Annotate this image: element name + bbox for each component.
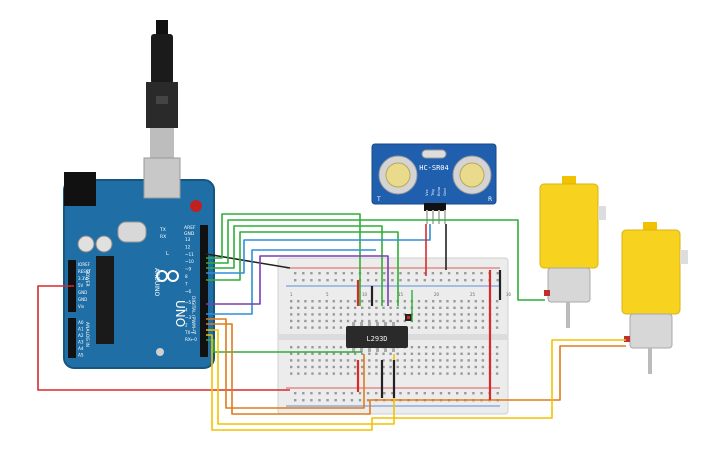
digital-pin-label: ~5	[185, 300, 192, 305]
breadboard-column-number: 10	[362, 292, 368, 297]
digital-pin-labels: 13 12 ~11 ~10 ~9 8 7 ~6 ~5 4 ~3 2TX→1RX←0	[184, 237, 197, 342]
digital-section-label: DIGITAL (PWM~)	[190, 296, 196, 334]
digital-pin-label: 4	[185, 308, 188, 313]
wire-orange-2	[206, 323, 626, 415]
breadboard-column-number: 5	[326, 292, 329, 297]
digital-pin-label: 7	[185, 281, 188, 286]
led-tx-label: TX	[159, 227, 166, 233]
power-pin-label: RESET	[78, 269, 91, 274]
analog-pin-label: A2	[78, 333, 84, 338]
wire-gnd	[205, 253, 291, 269]
digital-pin-label: 13	[185, 237, 191, 242]
breadboard-column-number: 30	[506, 292, 512, 297]
sensor-pin-leads	[426, 210, 446, 224]
power-pin-labels: IOREF RESET 3.3V 5V GND GND Vin	[78, 262, 91, 309]
digital-pin-label: 8	[185, 274, 188, 279]
sensor-corner-left: T	[376, 196, 381, 203]
led-l-label: L	[166, 251, 169, 257]
power-pin-label: GND	[78, 290, 87, 295]
arduino-brand: ARDUINO	[153, 268, 160, 297]
breadboard-column-number: 20	[434, 292, 440, 297]
breadboard-column-number: 15	[398, 292, 404, 297]
wire-blue-2	[206, 249, 376, 315]
analog-header	[68, 318, 76, 358]
led-rx-label: RX	[160, 234, 166, 240]
wire-purple	[206, 255, 389, 306]
sensor-corner-right: R	[488, 196, 492, 203]
hc-sr04-sensor: HC-SR04 T R	[371, 143, 497, 224]
wire-green-2	[206, 219, 545, 301]
wire-yellow-1	[206, 329, 395, 425]
digital-pin-label: ~6	[185, 289, 192, 294]
power-pin-label: 5V	[78, 283, 84, 288]
wire-orange-1	[206, 318, 365, 409]
power-pin-label: Vin	[78, 304, 85, 309]
analog-pin-label: A4	[78, 346, 84, 351]
atmega-chip	[96, 256, 114, 344]
digital-pin-label: ~9	[185, 267, 192, 272]
sensor-label: HC-SR04	[419, 164, 449, 172]
sensor-pin-label: Vcc	[424, 189, 429, 196]
analog-section-label: ANALOG IN	[84, 322, 90, 347]
digital-header	[200, 225, 208, 357]
digital-pin-label: ~10	[185, 259, 194, 264]
wires	[37, 213, 626, 431]
breadboard-column-number: 25	[470, 292, 476, 297]
usb-cable	[146, 20, 178, 158]
sensor-pin-label: Echo	[436, 186, 441, 196]
pin-gnd-top: GND	[184, 231, 195, 237]
digital-pin-label: 12	[185, 244, 191, 249]
breadboard-holes	[290, 272, 499, 402]
wire-blue	[206, 224, 431, 274]
arduino-labels: ARDUINO UNO DIGITAL (PWM~) POWER ANALOG …	[78, 225, 197, 358]
power-jack	[64, 172, 96, 206]
sensor-pin-label: Gnd	[442, 188, 447, 196]
digital-pin-label: 2	[185, 322, 188, 327]
dc-motor-1	[539, 176, 606, 328]
wire-5v	[37, 285, 290, 391]
analog-pin-label: A0	[78, 320, 84, 325]
chip-label: L293D	[366, 335, 387, 343]
l293d-chip: L293D	[346, 322, 408, 352]
wire-green-4	[206, 339, 362, 353]
digital-pin-label: ~11	[185, 252, 194, 257]
breadboard-column-number: 1	[290, 292, 293, 297]
usb-port	[143, 157, 181, 199]
wire-green-5	[206, 231, 399, 306]
analog-pin-label: A1	[78, 327, 84, 332]
power-section-label: POWER	[84, 270, 90, 287]
arduino-uno-board	[63, 157, 215, 369]
power-pin-label: IOREF	[78, 262, 91, 267]
power-pin-label: 3.3V	[78, 276, 87, 281]
digital-pin-label: ~3	[185, 315, 192, 320]
digital-pin-label: TX→1	[184, 330, 197, 335]
digital-pin-label: RX←0	[185, 337, 197, 342]
sensor-pin-label: Trig	[430, 189, 435, 197]
analog-pin-label: A3	[78, 340, 84, 345]
wire-yellow-2	[206, 334, 626, 431]
reset-button	[190, 200, 202, 212]
analog-pin-label: A5	[78, 353, 84, 358]
dc-motor-2	[621, 222, 688, 374]
pin-aref: AREF	[184, 225, 196, 231]
wire-green-1	[206, 213, 361, 306]
power-pin-label: GND	[78, 297, 87, 302]
arduino-model: UNO	[173, 300, 187, 327]
arduino-logo	[156, 270, 179, 282]
wire-green-3	[206, 225, 383, 306]
